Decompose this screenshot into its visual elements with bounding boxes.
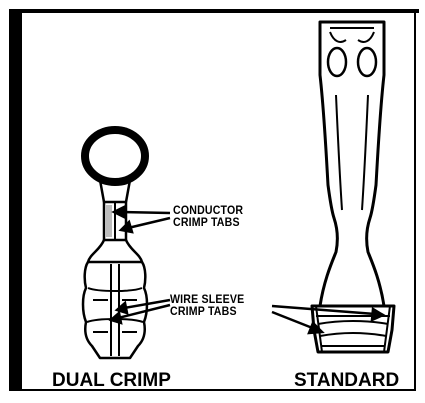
callout-arrows [108,204,386,335]
standard-terminal [310,20,396,354]
dual-crimp-terminal [81,126,149,360]
dual-crimp-flare [86,239,144,263]
dual-crimp-caption: DUAL CRIMP [52,370,171,391]
conductor-tab-fill [106,205,112,237]
arrow-conductor-lower [127,216,171,230]
standard-detent-right [356,46,378,78]
frame-bottom-line [9,389,416,391]
standard-caption: STANDARD [294,370,400,391]
conductor-label-line2: CRIMP TABS [173,217,240,229]
sleeve-label-line1: WIRE SLEEVE [170,294,245,306]
frame-top-bar [9,9,419,13]
dual-crimp-neck [98,179,132,203]
arrow-sleeve-standard-upper [271,304,376,316]
sleeve-label-line2: CRIMP TABS [170,306,237,318]
conductor-crimp-tabs-label: CONDUCTOR CRIMP TABS [173,205,243,229]
arrow-sleeve-dual-lower [117,303,171,320]
standard-blade [318,20,386,308]
frame-left-bar [9,9,22,391]
conductor-label-line1: CONDUCTOR [173,205,244,217]
arrow-conductor-upper [120,210,171,215]
standard-detent-left [326,46,348,78]
wire-sleeve-crimp-tabs-label: WIRE SLEEVE CRIMP TABS [170,294,244,318]
dual-crimp-sleeve-body [81,260,149,360]
arrow-sleeve-standard-lower [271,310,316,331]
frame-right-line [414,9,416,391]
arrow-sleeve-dual-upper [123,298,171,310]
dual-crimp-ring [81,126,149,186]
